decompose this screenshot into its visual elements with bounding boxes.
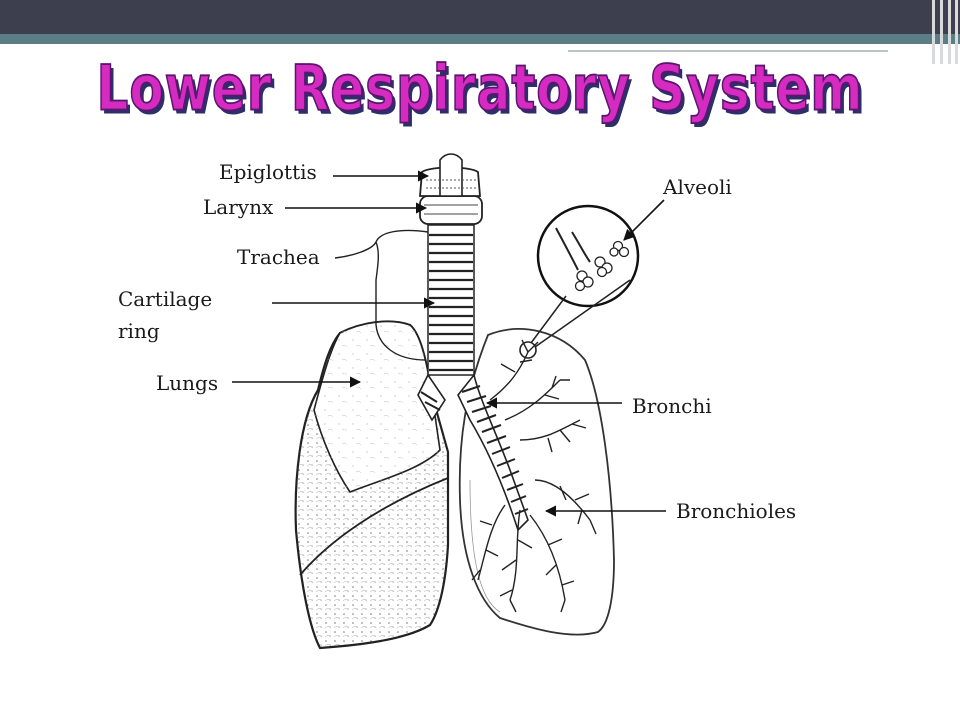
label-bronchioles: Bronchioles xyxy=(676,499,797,523)
left-lung xyxy=(458,328,615,636)
label-epiglottis: Epiglottis xyxy=(219,160,317,184)
label-leader-lines xyxy=(232,170,666,517)
label-bronchi: Bronchi xyxy=(632,394,712,418)
trachea xyxy=(427,224,475,376)
title-underline xyxy=(568,50,888,52)
label-trachea: Trachea xyxy=(237,245,320,269)
bronchi-shape xyxy=(417,373,529,532)
label-alveoli: Alveoli xyxy=(663,175,732,199)
label-lungs: Lungs xyxy=(156,371,219,395)
right-lung xyxy=(294,320,450,650)
header-bar xyxy=(0,0,960,34)
header-accent-line xyxy=(0,44,568,47)
corner-decoration xyxy=(930,0,960,64)
header-stripe xyxy=(0,34,960,44)
alveoli-magnifier xyxy=(519,204,640,359)
label-cartilage-ring-line2: ring xyxy=(118,319,160,343)
label-larynx: Larynx xyxy=(203,195,274,219)
bronchioles-tree xyxy=(471,339,597,613)
trachea-bracket xyxy=(334,229,429,361)
label-cartilage-ring-line1: Cartilage xyxy=(118,287,213,311)
larynx-shape xyxy=(419,153,483,225)
slide-title: Lower Respiratory System xyxy=(96,51,864,125)
